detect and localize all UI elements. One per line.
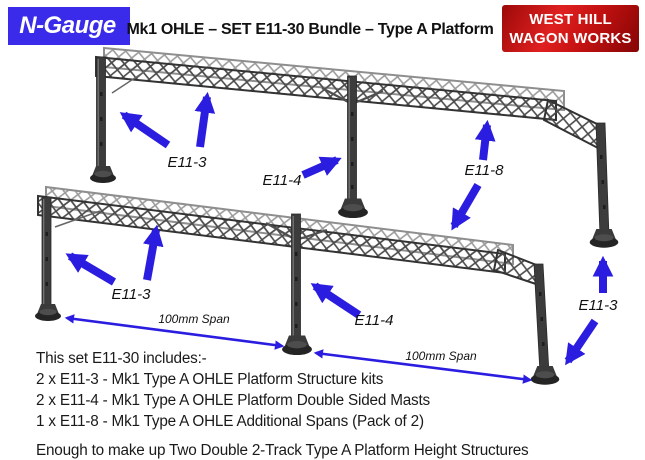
page-title: Mk1 OHLE – SET E11-30 Bundle – Type A Pl…	[126, 21, 494, 38]
upper-right-mast-base	[589, 229, 619, 248]
span-arrow-left	[64, 314, 285, 350]
arrow-upper-e11-3-girder	[194, 91, 216, 148]
description-line: 2 x E11-4 - Mk1 Type A OHLE Platform Dou…	[36, 392, 430, 409]
lower-left-mast	[35, 196, 61, 321]
label-upper-e11-4: E11-4	[263, 172, 302, 189]
arrow-e11-8-lower-span	[450, 182, 482, 231]
n-gauge-logo-text: N-Gauge	[19, 12, 116, 39]
callout-arrows	[64, 91, 614, 384]
arrow-lower-e11-4-mast	[310, 282, 362, 319]
description-footer: Enough to make up Two Double 2-Track Typ…	[36, 442, 529, 459]
upper-middle-mast-base	[338, 198, 368, 219]
upper-left-mast-base	[90, 166, 116, 183]
badge-line-2: WAGON WORKS	[509, 29, 632, 47]
label-e11-8: E11-8	[465, 162, 505, 179]
upper-middle-mast	[321, 75, 384, 219]
upper-left-mast	[90, 56, 116, 183]
lower-left-stay	[54, 210, 101, 228]
west-hill-wagon-works-badge: WEST HILL WAGON WORKS	[502, 5, 639, 52]
arrow-right-e11-3-lower-mast	[564, 318, 599, 366]
arrow-upper-e11-4-mast	[301, 156, 342, 179]
upper-structure	[90, 46, 619, 248]
label-right-e11-3: E11-3	[579, 297, 619, 314]
arrow-lower-e11-3-mast	[65, 252, 117, 286]
lower-right-corner-bracket	[492, 248, 541, 286]
description-line: 1 x E11-8 - Mk1 Type A OHLE Additional S…	[36, 413, 424, 430]
label-span-left: 100mm Span	[158, 312, 230, 326]
arrow-lower-e11-3-girder	[143, 224, 164, 281]
description-line: 2 x E11-3 - Mk1 Type A OHLE Platform Str…	[36, 371, 384, 388]
label-lower-e11-3: E11-3	[112, 286, 152, 303]
upper-left-stay	[111, 69, 148, 94]
upper-right-mast	[589, 122, 619, 248]
span-arrow-right	[313, 349, 533, 384]
arrow-upper-e11-3-mast	[119, 111, 171, 149]
description-line: This set E11-30 includes:-	[36, 350, 207, 367]
lower-middle-mast	[265, 213, 328, 356]
arrow-e11-8-upper-span	[474, 119, 496, 161]
lower-left-mast-base	[35, 304, 61, 321]
lower-structure	[35, 185, 560, 385]
badge-line-1: WEST HILL	[529, 10, 612, 28]
callout-labels: E11-3 E11-4 E11-8 E11-3 E11-4 E11-3 100m…	[112, 154, 619, 363]
label-upper-e11-3: E11-3	[168, 154, 208, 171]
lower-right-mast	[530, 263, 560, 385]
set-description: This set E11-30 includes:- 2 x E11-3 - M…	[36, 348, 636, 460]
upper-right-corner-bracket	[542, 98, 603, 150]
n-gauge-logo: N-Gauge	[8, 7, 130, 45]
label-lower-e11-4: E11-4	[355, 312, 394, 329]
label-span-right: 100mm Span	[405, 349, 477, 363]
